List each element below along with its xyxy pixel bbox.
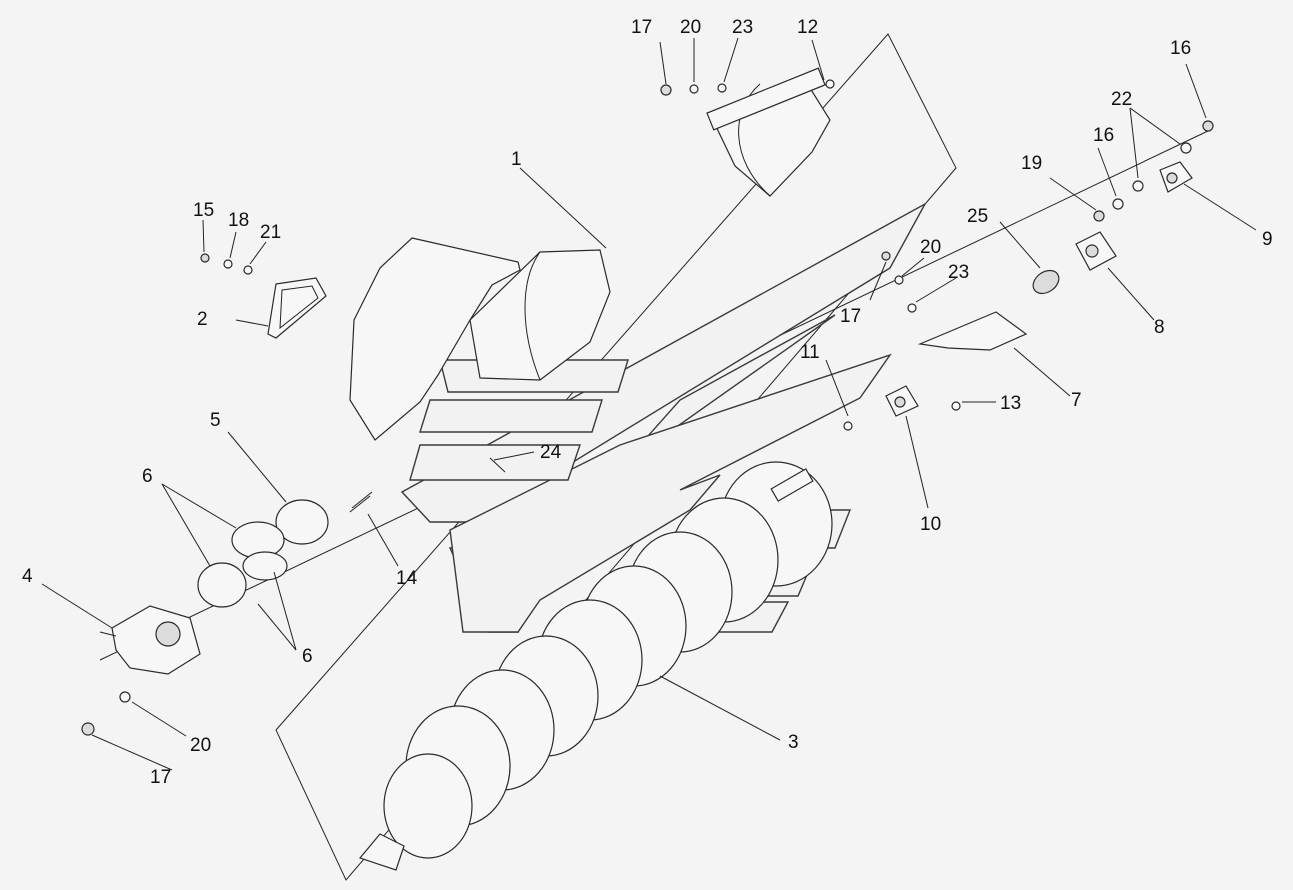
housing-part [349, 67, 831, 441]
callout-22: 22 [1111, 89, 1132, 110]
callout-11: 11 [800, 342, 820, 363]
callout-19: 19 [1021, 153, 1042, 174]
callout-3: 3 [788, 732, 799, 753]
callout-23-top: 23 [732, 17, 753, 38]
callout-20-bottom: 20 [190, 735, 211, 756]
gear-motor-part [99, 605, 201, 675]
callout-12: 12 [797, 17, 818, 38]
callout-6-bottom: 6 [302, 646, 313, 667]
callout-labels: 1 2 3 4 5 6 6 7 8 9 10 11 12 13 14 15 16… [22, 17, 1273, 788]
callout-1: 1 [511, 149, 522, 170]
callout-4: 4 [22, 566, 33, 587]
callout-17-bottom: 17 [150, 767, 171, 788]
callout-24: 24 [540, 442, 562, 463]
leader-lines [41, 37, 1257, 771]
callout-6-top: 6 [142, 466, 153, 487]
bearing-flanges [885, 161, 1193, 417]
callout-18: 18 [228, 210, 249, 231]
callout-5: 5 [210, 410, 221, 431]
callout-16-top: 16 [1170, 38, 1191, 59]
callout-20-mid: 20 [920, 237, 941, 258]
callout-7: 7 [1071, 390, 1082, 411]
disc-parts [197, 495, 371, 608]
callout-20-top: 20 [680, 17, 701, 38]
callout-16-mid: 16 [1093, 125, 1114, 146]
fasteners [81, 79, 1214, 736]
callout-25: 25 [967, 206, 988, 227]
callout-15: 15 [193, 200, 214, 221]
callout-17-top: 17 [631, 17, 652, 38]
callout-17-mid: 17 [840, 306, 861, 327]
callout-2: 2 [197, 309, 208, 330]
callout-9: 9 [1262, 229, 1273, 250]
callout-10: 10 [920, 514, 941, 535]
callout-23-mid: 23 [948, 262, 969, 283]
callout-21: 21 [260, 222, 281, 243]
cover-plate-part [267, 277, 327, 339]
callout-13: 13 [1000, 393, 1021, 414]
auger-part [358, 461, 833, 871]
callout-8: 8 [1154, 317, 1165, 338]
callout-14: 14 [396, 568, 418, 589]
